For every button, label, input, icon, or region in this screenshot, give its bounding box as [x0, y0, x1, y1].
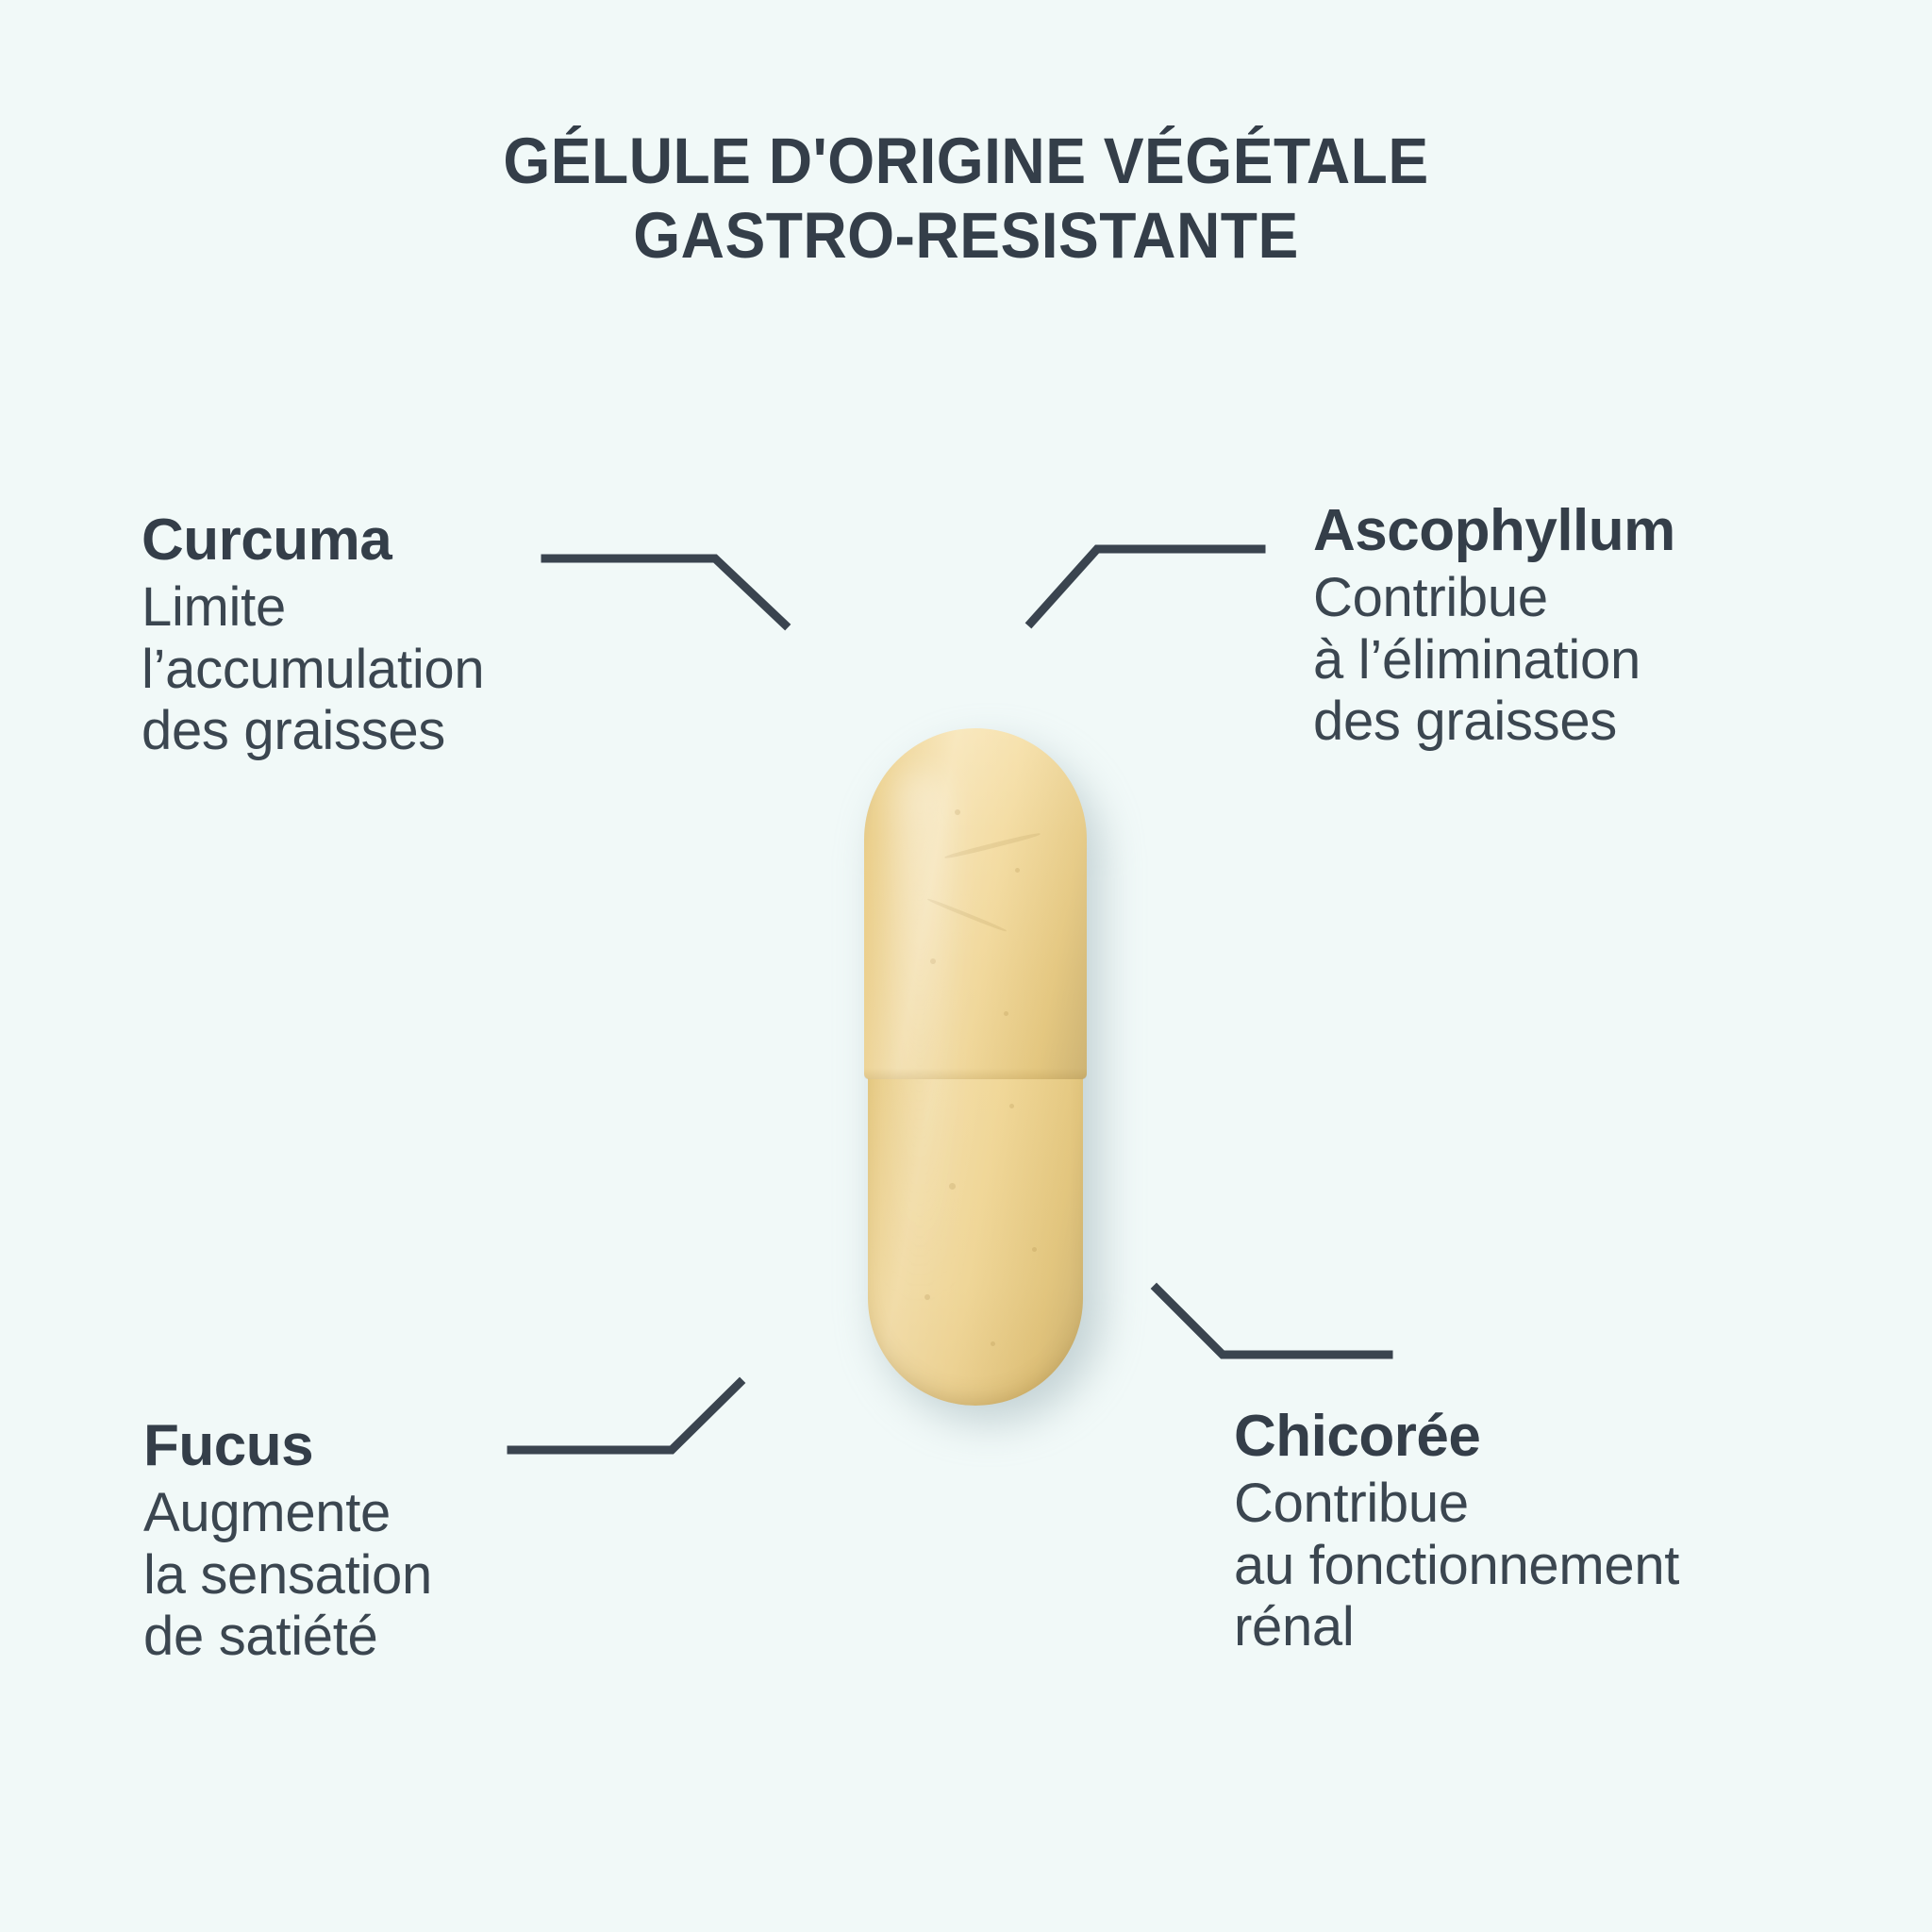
callout-chicoree-description: Contribue au fonctionnement rénal — [1234, 1473, 1679, 1658]
callout-fucus: Fucus Augmente la sensation de satiété — [143, 1415, 432, 1668]
callout-fucus-desc-line-1: Augmente — [143, 1482, 391, 1544]
callout-chicoree-heading: Chicorée — [1234, 1404, 1481, 1469]
callout-fucus-desc-line-3: de satiété — [143, 1606, 378, 1668]
capsule-highlight — [892, 770, 947, 1298]
callout-curcuma-desc-line-1: Limite — [142, 576, 286, 639]
callout-ascophyllum-desc-line-3: des graisses — [1313, 691, 1617, 753]
callout-chicoree-desc-line-2: au fonctionnement — [1234, 1534, 1680, 1596]
callout-curcuma-description: Limite l’accumulation des graisses — [142, 576, 485, 762]
capsule-cap — [864, 728, 1087, 1079]
title-line-1: GÉLULE D'ORIGINE VÉGÉTALE — [503, 125, 1429, 197]
callout-curcuma-heading: Curcuma — [142, 508, 392, 573]
callout-ascophyllum-desc-line-1: Contribue — [1313, 567, 1548, 629]
callout-chicoree-desc-line-3: rénal — [1234, 1596, 1355, 1658]
callout-curcuma: Curcuma Limite l’accumulation des graiss… — [142, 508, 485, 762]
page-title: GÉLULE D'ORIGINE VÉGÉTALE GASTRO-RESISTA… — [0, 125, 1932, 273]
capsule-illustration — [864, 728, 1102, 1423]
connector-fucus — [507, 1376, 746, 1455]
connector-chicoree — [1150, 1282, 1393, 1359]
callout-ascophyllum: Ascophyllum Contribue à l’élimination de… — [1313, 500, 1675, 753]
callout-fucus-heading: Fucus — [143, 1413, 314, 1478]
callout-chicoree: Chicorée Contribue au fonctionnement rén… — [1234, 1406, 1679, 1658]
callout-ascophyllum-desc-line-2: à l’élimination — [1313, 628, 1641, 691]
callout-fucus-description: Augmente la sensation de satiété — [143, 1482, 432, 1668]
connector-ascophyllum — [1024, 544, 1266, 629]
title-line-2: GASTRO-RESISTANTE — [633, 198, 1299, 272]
connector-curcuma — [541, 554, 791, 631]
callout-curcuma-desc-line-2: l’accumulation — [142, 638, 485, 700]
callout-curcuma-desc-line-3: des graisses — [142, 700, 445, 762]
callout-fucus-desc-line-2: la sensation — [143, 1543, 432, 1606]
callout-ascophyllum-description: Contribue à l’élimination des graisses — [1313, 567, 1675, 753]
callout-chicoree-desc-line-1: Contribue — [1234, 1473, 1469, 1535]
callout-ascophyllum-heading: Ascophyllum — [1313, 498, 1675, 563]
